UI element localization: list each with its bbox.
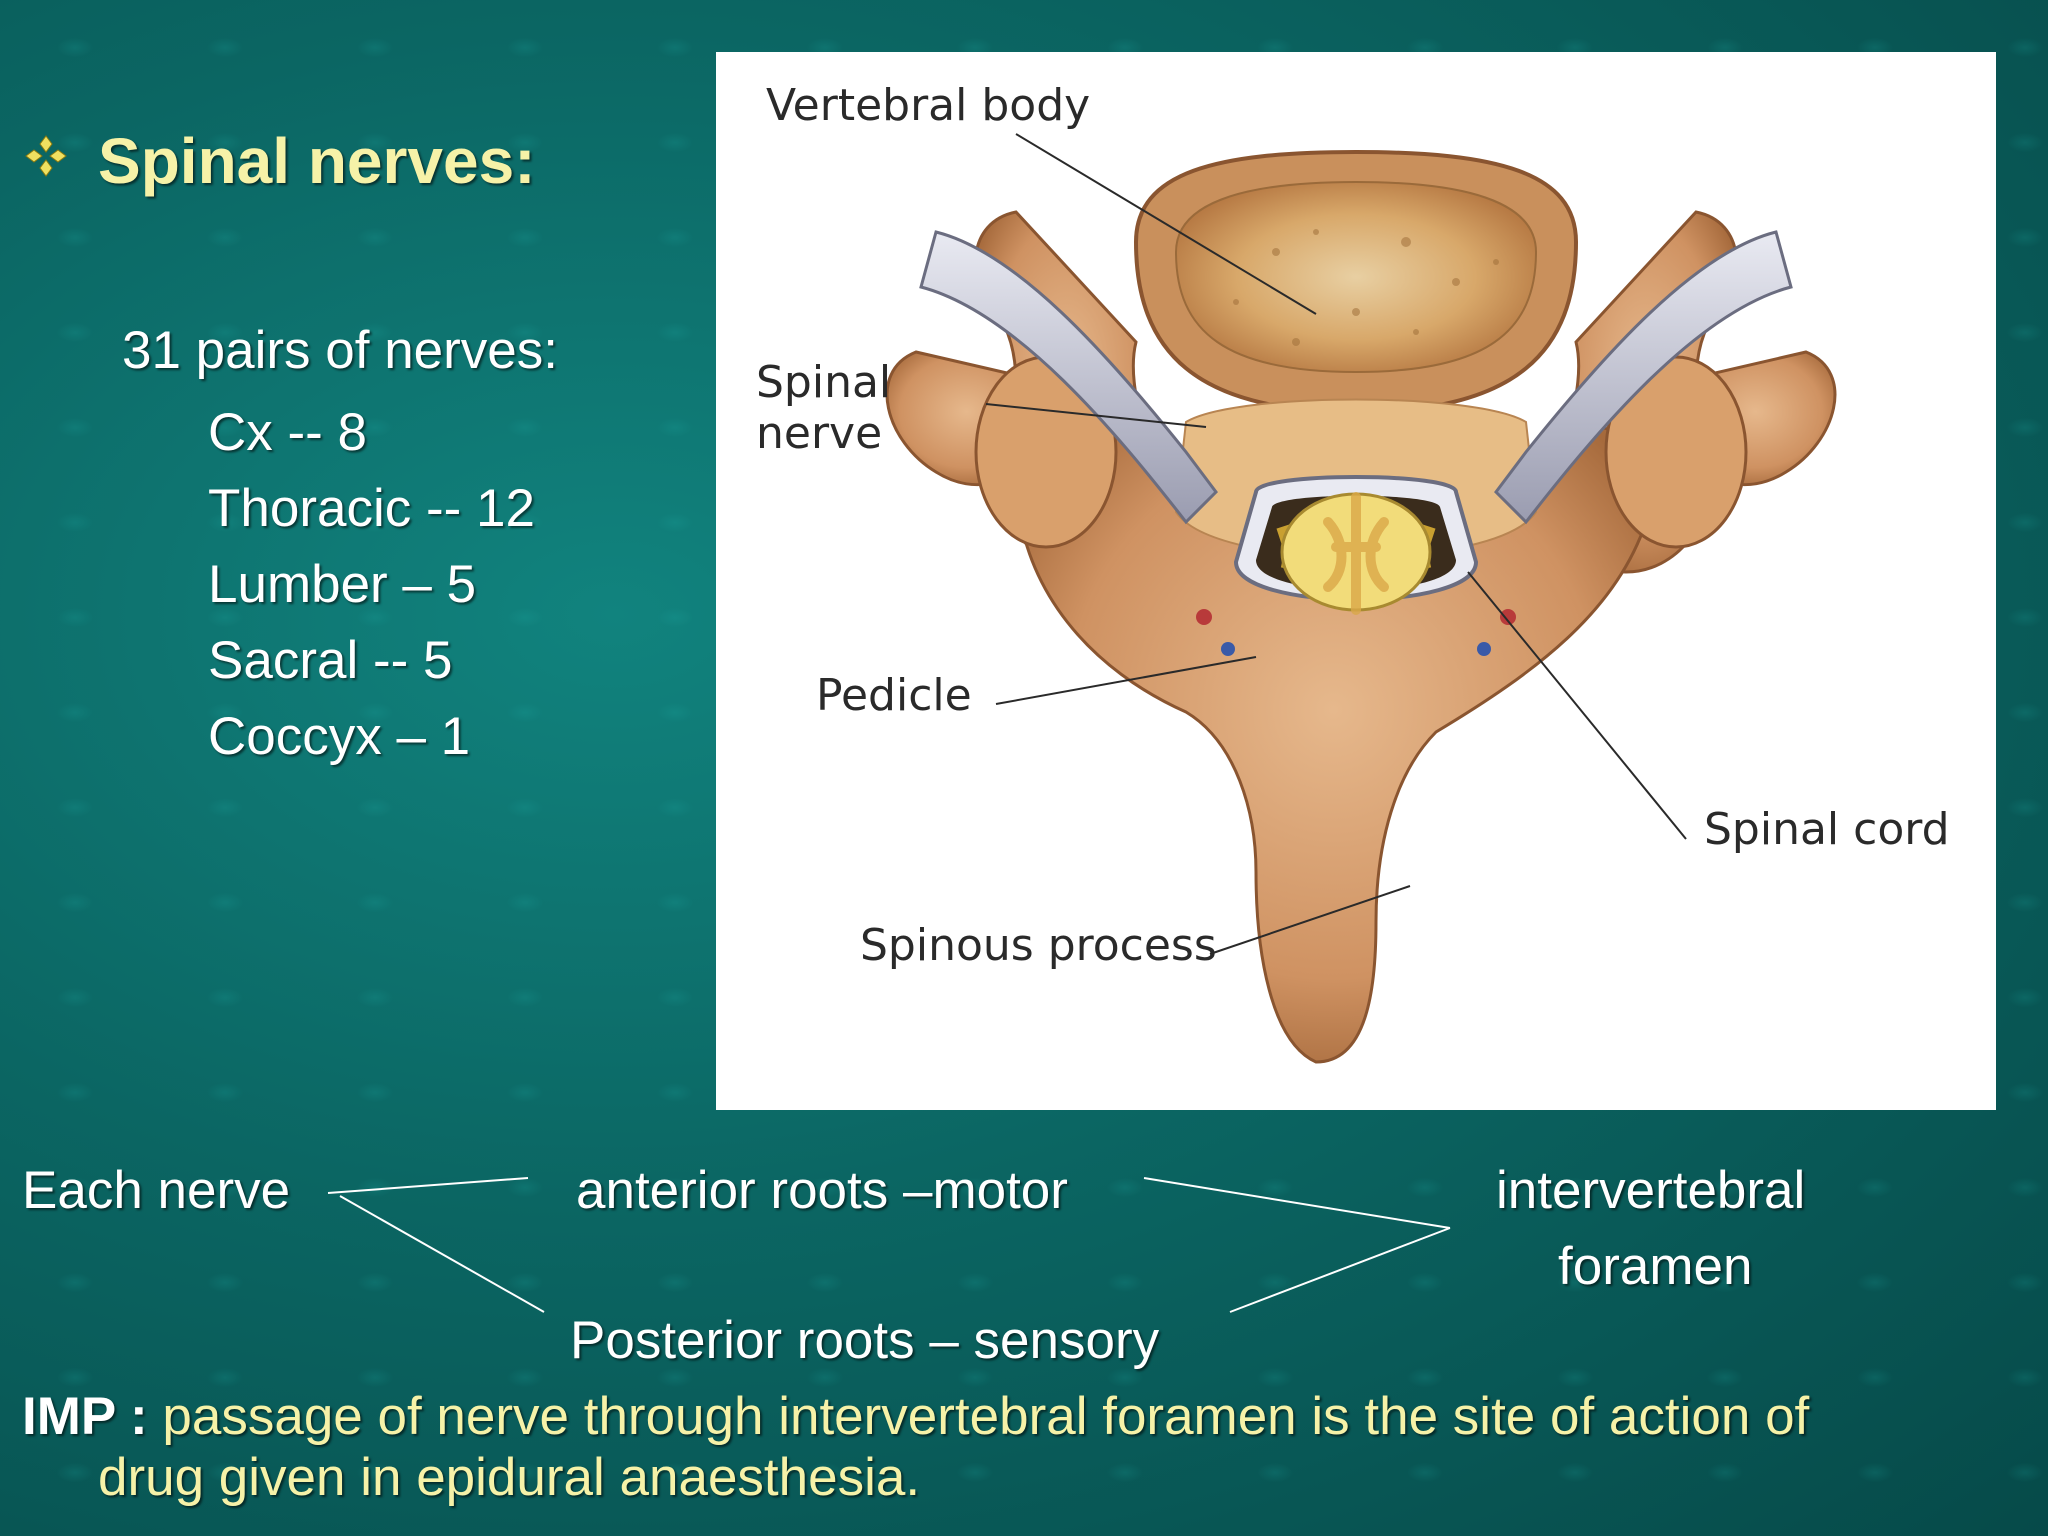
count-thoracic: Thoracic -- 12 [208, 479, 535, 538]
count-lumbar: Lumber – 5 [208, 555, 477, 614]
nerve-pairs-intro: 31 pairs of nerves: [122, 321, 559, 380]
imp-text-line2: drug given in epidural anaesthesia. [98, 1448, 921, 1507]
imp-note: IMP : passage of nerve through intervert… [22, 1386, 2002, 1508]
posterior-roots-label: Posterior roots – sensory [570, 1311, 1160, 1370]
label-spinal-nerve-line1: Spinal [756, 357, 891, 408]
slide-title: Spinal nerves: [98, 125, 536, 197]
foramen-label: foramen [1558, 1237, 1753, 1296]
label-spinal-nerve-line2: nerve [756, 408, 882, 459]
count-cervical: Cx -- 8 [208, 403, 367, 462]
count-sacral: Sacral -- 5 [208, 631, 453, 690]
intervertebral-label: intervertebral [1496, 1161, 1806, 1220]
four-diamond-bullet-icon [25, 135, 67, 177]
label-pedicle: Pedicle [816, 670, 972, 721]
each-nerve-label: Each nerve [22, 1161, 291, 1220]
vertebra-illustration: Vertebral body Spinal nerve Pedicle Spin… [716, 52, 1996, 1110]
imp-label: IMP : [22, 1387, 148, 1446]
count-coccyx: Coccyx – 1 [208, 707, 471, 766]
label-spinal-cord: Spinal cord [1704, 804, 1950, 855]
label-vertebral-body: Vertebral body [766, 80, 1090, 131]
anterior-roots-label: anterior roots –motor [576, 1161, 1068, 1220]
imp-text-line1: passage of nerve through intervertebral … [162, 1387, 1810, 1446]
label-spinous-process: Spinous process [860, 920, 1217, 971]
